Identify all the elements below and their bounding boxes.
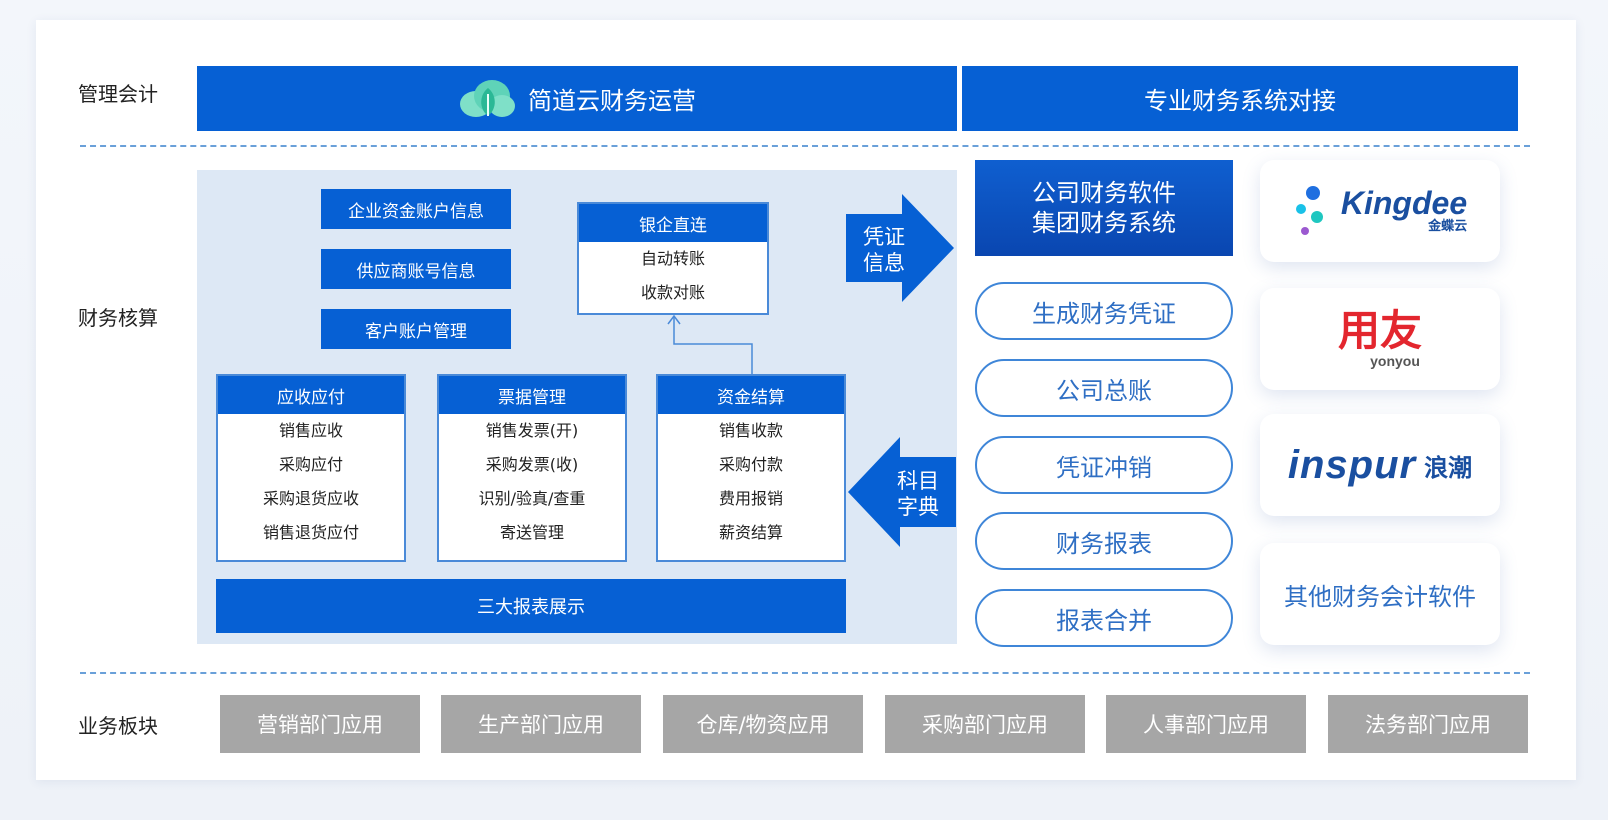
inspur-sub: 浪潮: [1424, 453, 1473, 482]
kingdee-name: Kingdee: [1340, 185, 1468, 221]
finance-system-line: 公司财务软件: [1032, 179, 1176, 207]
function-voucher-reversal: 凭证冲销: [975, 436, 1233, 494]
module-item: 销售发票(开): [485, 421, 579, 440]
header-main-bar: 简道云财务运营: [197, 66, 957, 131]
yonyou-name: 用友: [1337, 306, 1422, 355]
header-right-title: 专业财务系统对接: [1144, 87, 1336, 115]
module-item: 薪资结算: [718, 523, 783, 542]
yonyou-sub: yonyou: [1370, 353, 1420, 369]
bank-direct-title: 银企直连: [579, 204, 767, 242]
inspur-name: inspur: [1287, 442, 1417, 487]
module-item: 采购付款: [718, 455, 783, 474]
bank-direct-item: 自动转账: [640, 249, 705, 268]
row-label-management: 管理会计: [78, 82, 158, 106]
module-item: 识别/验真/查重: [478, 489, 586, 508]
business-app-warehouse: 仓库/物资应用: [663, 695, 863, 753]
business-app-hr: 人事部门应用: [1106, 695, 1306, 753]
module-item: 销售退货应付: [262, 523, 359, 542]
module-title: 应收应付: [218, 376, 404, 414]
module-receivable-payable: 应收应付 销售应收 采购应付 采购退货应收 销售退货应付: [216, 374, 406, 562]
module-title: 资金结算: [658, 376, 844, 414]
bank-direct-item: 收款对账: [640, 283, 705, 302]
info-pill-supplier-account: 供应商账号信息: [321, 249, 511, 289]
kingdee-dots-icon: [1295, 186, 1323, 235]
finance-system-line: 集团财务系统: [1032, 209, 1176, 237]
function-financial-report: 财务报表: [975, 512, 1233, 570]
logo-card-kingdee: Kingdee 金蝶云: [1260, 160, 1500, 262]
arrow-right-icon: [846, 194, 954, 302]
arrow-left-icon: [848, 437, 956, 547]
function-general-ledger: 公司总账: [975, 359, 1233, 417]
function-report-consolidation: 报表合并: [975, 589, 1233, 647]
module-item: 采购退货应收: [262, 489, 359, 508]
module-title: 票据管理: [439, 376, 625, 414]
logo-card-other: 其他财务会计软件: [1260, 543, 1500, 645]
logo-card-yonyou: 用友 yonyou: [1260, 288, 1500, 390]
kingdee-wordmark: Kingdee 金蝶云: [1341, 187, 1467, 235]
module-item: 采购发票(收): [485, 455, 579, 474]
separator-bottom: [80, 672, 1530, 674]
module-item: 销售应收: [278, 421, 343, 440]
arrow-subject-dict-label: 科目 字典: [886, 468, 950, 520]
arrow-label-line: 科目: [897, 469, 939, 493]
connector-line: [667, 314, 753, 374]
business-app-marketing: 营销部门应用: [220, 695, 420, 753]
kingdee-sub: 金蝶云: [1428, 219, 1468, 234]
bank-direct-box: 银企直连 自动转账 收款对账: [577, 202, 769, 315]
cloud-leaf-icon: [460, 79, 515, 117]
arrow-label-line: 信息: [863, 251, 905, 275]
header-main-title: 简道云财务运营: [528, 87, 696, 115]
module-item: 费用报销: [718, 489, 783, 508]
header-right-bar: 专业财务系统对接: [962, 66, 1518, 131]
arrow-label-line: 凭证: [863, 225, 905, 249]
business-app-production: 生产部门应用: [441, 695, 641, 753]
other-software-label: 其他财务会计软件: [1284, 582, 1476, 611]
arrow-label-line: 字典: [897, 495, 939, 519]
business-app-legal: 法务部门应用: [1328, 695, 1528, 753]
module-invoice-management: 票据管理 销售发票(开) 采购发票(收) 识别/验真/查重 寄送管理: [437, 374, 627, 562]
module-item: 销售收款: [718, 421, 783, 440]
logo-card-inspur: inspur 浪潮: [1260, 414, 1500, 516]
business-app-purchasing: 采购部门应用: [885, 695, 1085, 753]
row-label-accounting: 财务核算: [78, 306, 158, 330]
report-display-bar: 三大报表展示: [216, 579, 846, 633]
arrow-voucher-info-label: 凭证 信息: [852, 224, 916, 276]
module-item: 采购应付: [278, 455, 343, 474]
separator-top: [80, 145, 1530, 147]
row-label-business: 业务板块: [78, 714, 158, 738]
info-pill-customer-account: 客户账户管理: [321, 309, 511, 349]
module-item: 寄送管理: [499, 523, 564, 542]
module-fund-settlement: 资金结算 销售收款 采购付款 费用报销 薪资结算: [656, 374, 846, 562]
function-generate-voucher: 生成财务凭证: [975, 282, 1233, 340]
finance-system-box: 公司财务软件 集团财务系统: [975, 160, 1233, 256]
info-pill-company-account: 企业资金账户信息: [321, 189, 511, 229]
